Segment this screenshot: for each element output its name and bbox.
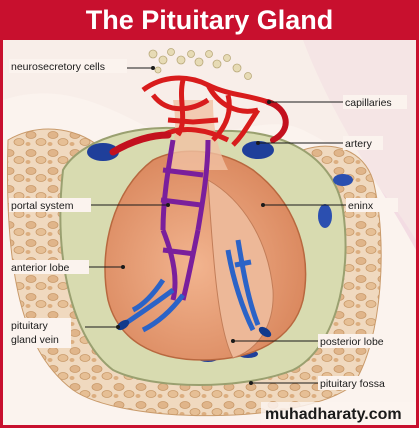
artery-left	[109, 131, 172, 156]
capillary-network	[141, 75, 269, 147]
artery-right	[265, 99, 289, 143]
sinus-right	[242, 141, 274, 159]
label-neurosecretory-cells: neurosecretory cells	[11, 61, 105, 73]
label-pituitary-gland-vein-1: pituitary	[11, 320, 49, 332]
leader-lines	[85, 67, 346, 384]
label-pituitary-gland-vein-2: gland vein	[11, 334, 59, 346]
label-posterior-lobe: posterior lobe	[320, 336, 384, 348]
leader-dots	[116, 66, 271, 385]
illustration-panel: neurosecretory cells capillaries artery …	[3, 40, 416, 425]
portal-system	[160, 139, 211, 301]
figure-title: The Pituitary Gland	[85, 5, 334, 35]
sinus-far-right	[333, 174, 353, 186]
neurosecretory-cells	[148, 48, 252, 80]
vein-exit-right	[258, 326, 272, 338]
label-capillaries: capillaries	[345, 97, 392, 109]
pituitary-diagram: neurosecretory cells capillaries artery …	[3, 40, 416, 425]
label-anterior-lobe: anterior lobe	[11, 262, 70, 274]
sinus-right-lower	[318, 204, 332, 228]
watermark: muhadharaty.com	[265, 406, 402, 423]
vein-exit-left	[116, 319, 130, 331]
diagram-labels: neurosecretory cells capillaries artery …	[9, 59, 410, 390]
label-artery: artery	[345, 138, 373, 150]
portal-veins	[121, 239, 261, 333]
label-portal-system: portal system	[11, 200, 74, 212]
sinus-left	[87, 143, 119, 161]
label-meninx: eninx	[348, 200, 374, 212]
upper-tissue	[3, 40, 416, 240]
label-pituitary-fossa: pituitary fossa	[320, 378, 385, 390]
